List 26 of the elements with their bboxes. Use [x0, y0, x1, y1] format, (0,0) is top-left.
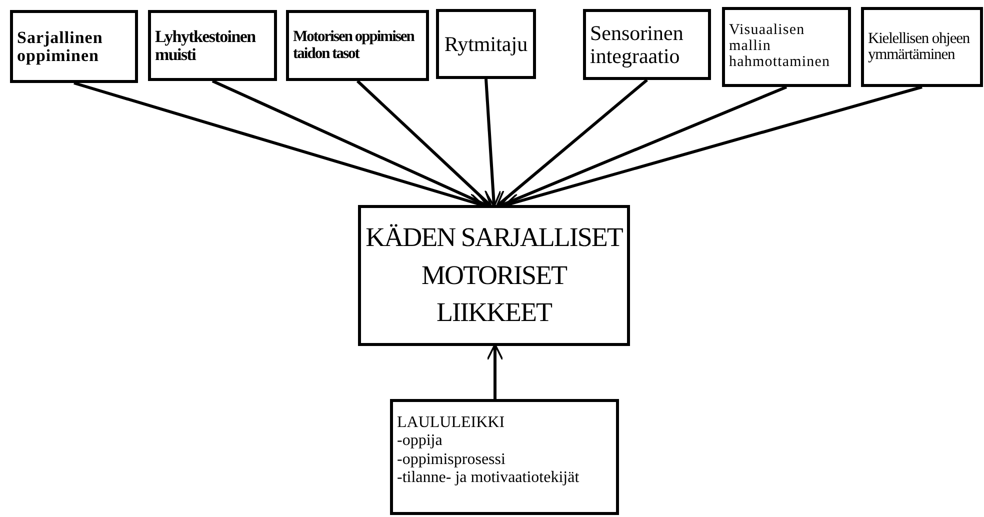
factor-box	[861, 7, 983, 87]
node-label: Visuaalisen mallin hahmottaminen	[729, 23, 832, 71]
arrow	[496, 78, 648, 207]
list-item: -oppija	[397, 432, 444, 451]
arrow	[486, 344, 504, 399]
arrow	[484, 78, 502, 208]
factor-box	[10, 10, 138, 83]
node-label: Lyhytkestoinen muisti	[155, 28, 257, 64]
arrow	[212, 80, 488, 208]
node-label: Sensorinen integraatio	[590, 22, 684, 67]
source-box	[390, 399, 619, 515]
factor-box	[286, 10, 429, 81]
arrow	[356, 80, 492, 207]
factor-box	[722, 7, 851, 87]
heading-text: LAULULEIKKI	[397, 414, 506, 432]
list-item: -tilanne- ja motivaatiotekijät	[397, 469, 580, 488]
node-label: Motorisen oppimisen taidon tasot	[293, 29, 416, 62]
node-label: Rytmitaju	[444, 32, 528, 56]
factor-box	[148, 10, 277, 81]
node-label: Sarjallinen oppiminen	[17, 28, 104, 64]
node-label: Kielellisen ohjeen ymmärtäminen	[868, 30, 971, 64]
node-label: KÄDEN SARJALLISET MOTORISET LIIKKEET	[364, 220, 624, 330]
list-item: -oppimisprosessi	[397, 450, 506, 470]
central-box	[358, 205, 630, 346]
factor-box	[436, 9, 536, 79]
factor-box	[583, 9, 711, 80]
